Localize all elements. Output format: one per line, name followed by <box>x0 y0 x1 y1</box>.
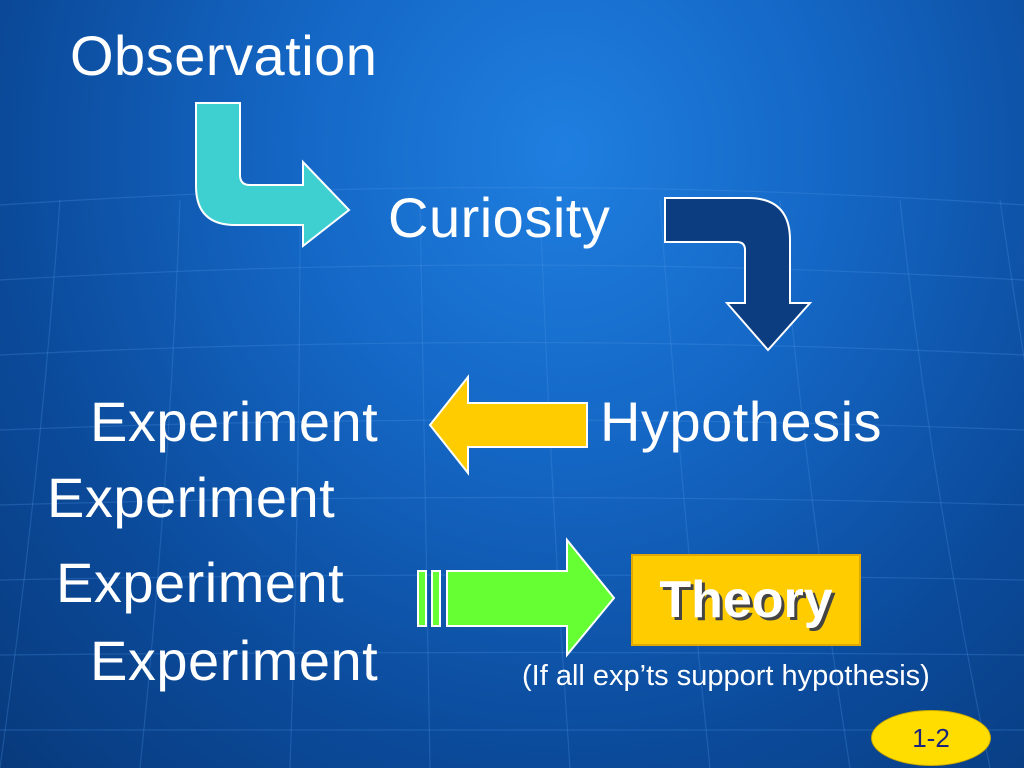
arrow-curiosity-to-hypothesis <box>664 197 813 352</box>
arrow-hypothesis-to-experiment <box>428 374 588 476</box>
arrow-observation-to-curiosity <box>195 102 351 249</box>
experiment-label: Experiment <box>47 466 336 529</box>
theory-box: Theory <box>631 554 861 646</box>
observation-label: Observation <box>70 24 378 87</box>
curiosity-label: Curiosity <box>388 186 611 249</box>
hypothesis-label: Hypothesis <box>600 390 883 453</box>
experiment-label: Experiment <box>56 551 345 614</box>
experiment-label: Experiment <box>90 390 379 453</box>
condition-note: (If all exp’ts support hypothesis) <box>522 660 930 692</box>
theory-label: Theory <box>659 571 833 629</box>
slide-number-badge: 1-2 <box>871 710 991 766</box>
arrow-experiments-to-theory <box>417 537 616 658</box>
experiment-label: Experiment <box>90 629 379 692</box>
